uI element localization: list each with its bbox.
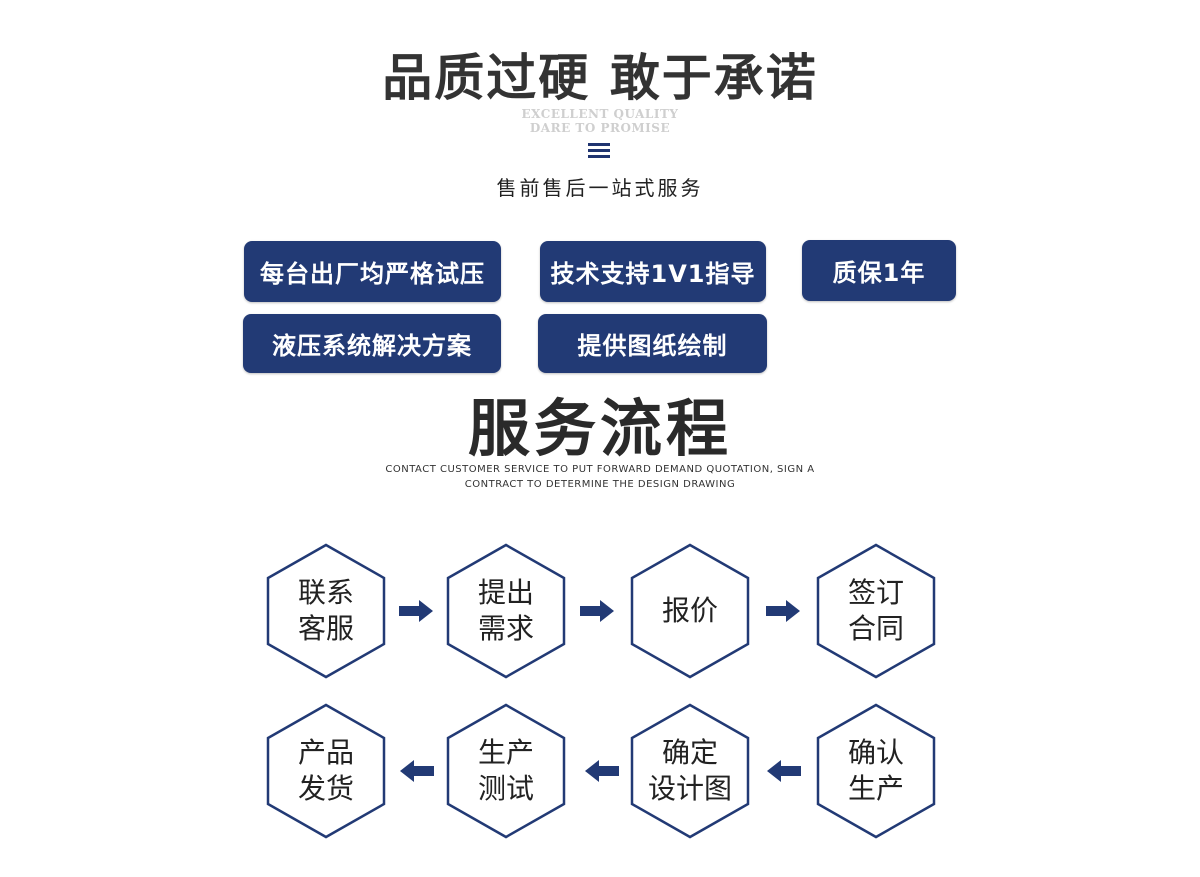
arrow-left-icon [767, 760, 801, 782]
step-line2: 设计图 [647, 772, 732, 805]
step-hexagon: 报价 [630, 543, 750, 679]
menu-icon [588, 143, 610, 159]
step-line1: 报价 [661, 594, 718, 627]
step-hexagon: 签订合同 [816, 543, 936, 679]
arrow-left-icon [400, 760, 434, 782]
process-subtitle-line2: CONTRACT TO DETERMINE THE DESIGN DRAWING [464, 479, 736, 490]
feature-tech-support: 技术支持1V1指导 [540, 241, 766, 302]
process-subtitle-line1: CONTACT CUSTOMER SERVICE TO PUT FORWARD … [385, 464, 815, 475]
step-line2: 生产 [847, 772, 904, 805]
step-hexagon: 确认生产 [816, 703, 936, 839]
step-line2: 合同 [847, 612, 904, 645]
step-line1: 提出 [477, 576, 534, 609]
subtitle-en-line1: EXCELLENT QUALITY [521, 107, 679, 121]
subtitle-en-line2: DARE TO PROMISE [529, 121, 671, 135]
step-hexagon: 联系客服 [266, 543, 386, 679]
step-line1: 签订 [847, 576, 904, 609]
step-line1: 确认 [847, 736, 904, 769]
step-line2: 客服 [297, 612, 354, 645]
step-hexagon: 确定设计图 [630, 703, 750, 839]
arrow-right-icon [580, 600, 614, 622]
step-line1: 确定 [661, 736, 718, 769]
page-title: 品质过硬 敢于承诺 [382, 49, 818, 107]
feature-drawing: 提供图纸绘制 [538, 314, 767, 373]
feature-label: 提供图纸绘制 [577, 332, 728, 360]
arrow-right-icon [766, 600, 800, 622]
feature-warranty: 质保1年 [802, 240, 956, 301]
process-title: 服务流程 [467, 392, 732, 465]
step-line1: 产品 [297, 736, 354, 769]
step-line2: 需求 [477, 612, 534, 645]
tagline: 售前售后一站式服务 [496, 176, 704, 200]
step-hexagon: 生产测试 [446, 703, 566, 839]
step-line1: 生产 [477, 736, 534, 769]
feature-pressure-test: 每台出厂均严格试压 [244, 241, 501, 302]
feature-label: 液压系统解决方案 [272, 332, 472, 360]
feature-label: 技术支持1V1指导 [550, 260, 756, 288]
step-hexagon: 提出需求 [446, 543, 566, 679]
feature-label: 每台出厂均严格试压 [260, 260, 485, 288]
step-line2: 发货 [297, 772, 354, 805]
feature-hydraulic-solution: 液压系统解决方案 [243, 314, 501, 373]
arrow-left-icon [585, 760, 619, 782]
feature-label: 质保1年 [832, 259, 926, 287]
arrow-right-icon [399, 600, 433, 622]
step-hexagon: 产品发货 [266, 703, 386, 839]
step-line1: 联系 [297, 576, 354, 609]
step-line2: 测试 [477, 772, 534, 805]
